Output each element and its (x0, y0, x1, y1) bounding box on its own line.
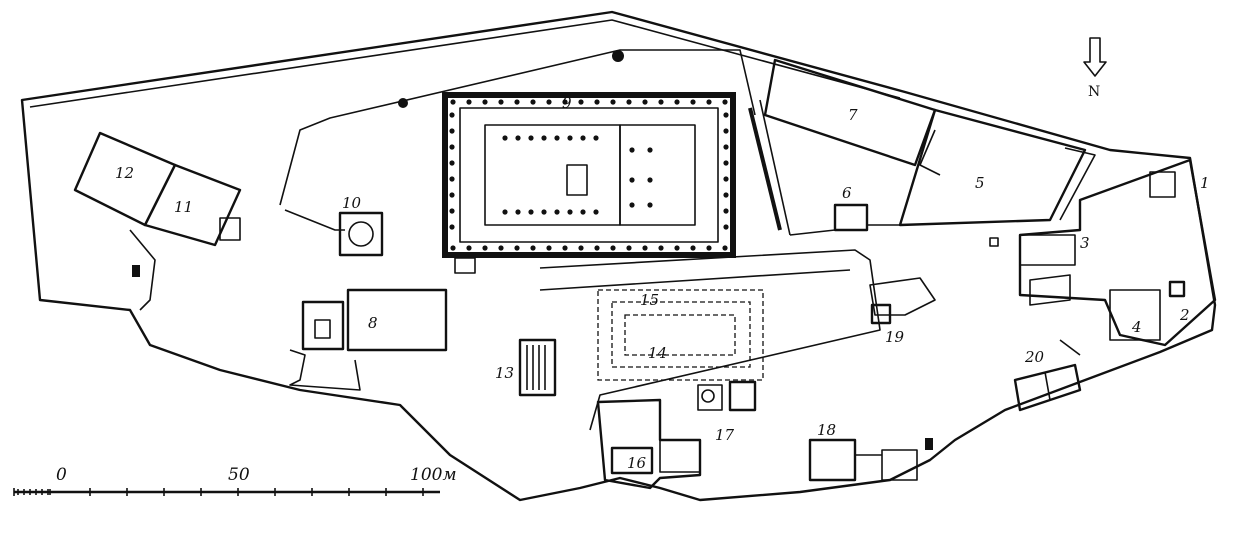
north-arrow-icon (1083, 37, 1107, 77)
building-6 (833, 203, 869, 232)
north-inner-wall (279, 49, 756, 206)
propylaea (1018, 158, 1217, 347)
label-8: 8 (368, 314, 378, 332)
building-20 (1013, 363, 1082, 412)
label-14: 14 (648, 344, 667, 362)
building-11 (143, 163, 242, 247)
building-4 (1109, 289, 1161, 341)
building-18 (808, 438, 857, 482)
label-11: 11 (174, 198, 193, 216)
scale-label-100: 100м (410, 465, 457, 485)
label-4: 4 (1131, 318, 1142, 336)
label-15: 15 (640, 291, 659, 309)
building-19 (869, 277, 936, 316)
label-17: 17 (715, 426, 735, 444)
label-2: 2 (1179, 306, 1190, 324)
building-13 (518, 338, 557, 397)
wall-15 (539, 249, 881, 431)
scale-label-50: 50 (228, 465, 250, 485)
building-10 (338, 211, 384, 257)
label-7: 7 (848, 106, 858, 124)
label-20: 20 (1024, 348, 1045, 366)
north-label: N (1088, 84, 1100, 100)
label-3: 3 (1080, 234, 1090, 252)
label-12: 12 (115, 164, 134, 182)
label-1: 1 (1200, 174, 1210, 192)
label-6: 6 (842, 184, 852, 202)
label-18: 18 (817, 421, 836, 439)
erechtheion (596, 398, 702, 490)
parthenon-colonnade (449, 99, 729, 251)
stoa-7 (763, 58, 937, 167)
building-3 (1019, 234, 1076, 266)
parthenon-9 (442, 92, 736, 258)
label-16: 16 (627, 454, 647, 472)
label-13: 13 (495, 364, 514, 382)
building-5 (898, 108, 1087, 227)
scale-bar (13, 488, 440, 496)
outer-wall-inner-line (29, 19, 901, 108)
north-inner-wall-2 (284, 209, 345, 231)
label-19: 19 (885, 328, 905, 346)
label-9: 9 (562, 94, 572, 112)
scale-label-0: 0 (56, 465, 67, 485)
label-5: 5 (975, 174, 985, 192)
label-10: 10 (342, 194, 362, 212)
building-8 (346, 288, 448, 352)
foundation-14-outer (597, 289, 764, 381)
